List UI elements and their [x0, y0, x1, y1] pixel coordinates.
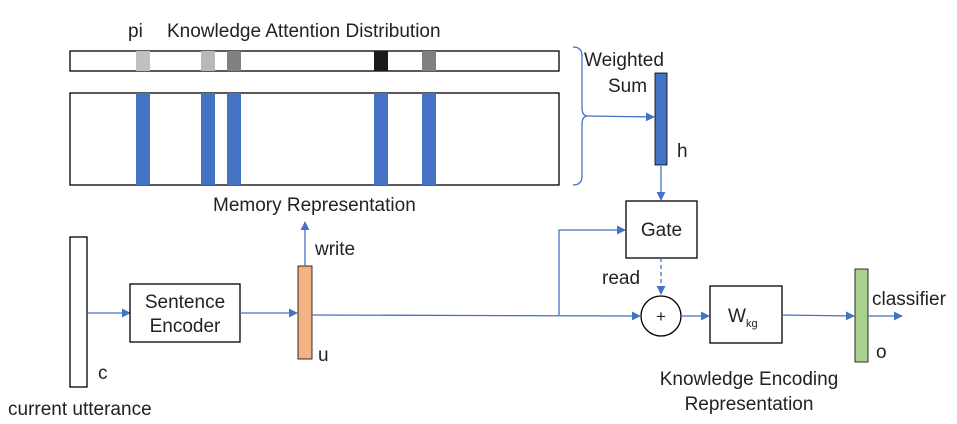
memory-slot	[422, 93, 436, 185]
attention-cell	[422, 51, 436, 71]
weighted-sum-arrow	[587, 112, 655, 122]
current-utterance-vector	[69, 236, 88, 388]
attention-cell	[227, 51, 241, 71]
sentence-encoder-label-line1: Sentence	[145, 292, 225, 313]
attention-title: Knowledge Attention Distribution	[167, 21, 441, 42]
u-vector	[297, 265, 313, 360]
current-utterance-label: current utterance	[8, 399, 152, 420]
memory-slot	[227, 93, 241, 185]
o-label: o	[876, 342, 887, 363]
wkg-box	[709, 285, 783, 344]
attention-distribution-bar	[69, 50, 560, 72]
read-label: read	[602, 268, 640, 289]
pi-label: pi	[128, 21, 143, 42]
h-vector	[654, 72, 668, 166]
h-label: h	[677, 141, 688, 162]
attention-cell	[374, 51, 388, 71]
memory-representation-label: Memory Representation	[213, 195, 416, 216]
classifier-label: classifier	[872, 289, 947, 310]
weighted-sum-label-line2: Sum	[608, 76, 647, 97]
memory-slots	[136, 93, 436, 185]
knowledge-encoding-label-line1: Knowledge Encoding	[660, 369, 839, 390]
weighted-sum-label-line1: Weighted	[584, 50, 664, 71]
write-label: write	[314, 239, 355, 260]
knowledge-encoding-label-line2: Representation	[685, 394, 814, 415]
sentence-encoder-label-line2: Encoder	[150, 316, 221, 337]
wkg-label: Wkg	[728, 306, 758, 330]
memory-matrix	[69, 92, 560, 186]
wkg-to-o-arrow	[781, 311, 855, 321]
attention-cell	[201, 51, 215, 71]
attention-cells	[136, 51, 436, 71]
o-vector	[854, 268, 869, 363]
sentence-encoder-box	[129, 283, 241, 343]
memory-slot	[136, 93, 150, 185]
memory-slot	[374, 93, 388, 185]
wkg-main: W	[728, 306, 746, 327]
c-label: c	[98, 363, 108, 384]
plus-symbol: +	[656, 307, 666, 326]
u-label: u	[318, 345, 329, 366]
attention-cell	[136, 51, 150, 71]
u-to-plus-arrow	[311, 311, 641, 321]
u-to-gate-arrow	[558, 225, 626, 315]
memory-slot	[201, 93, 215, 185]
wkg-subscript: kg	[746, 318, 758, 330]
gate-label: Gate	[641, 220, 682, 241]
